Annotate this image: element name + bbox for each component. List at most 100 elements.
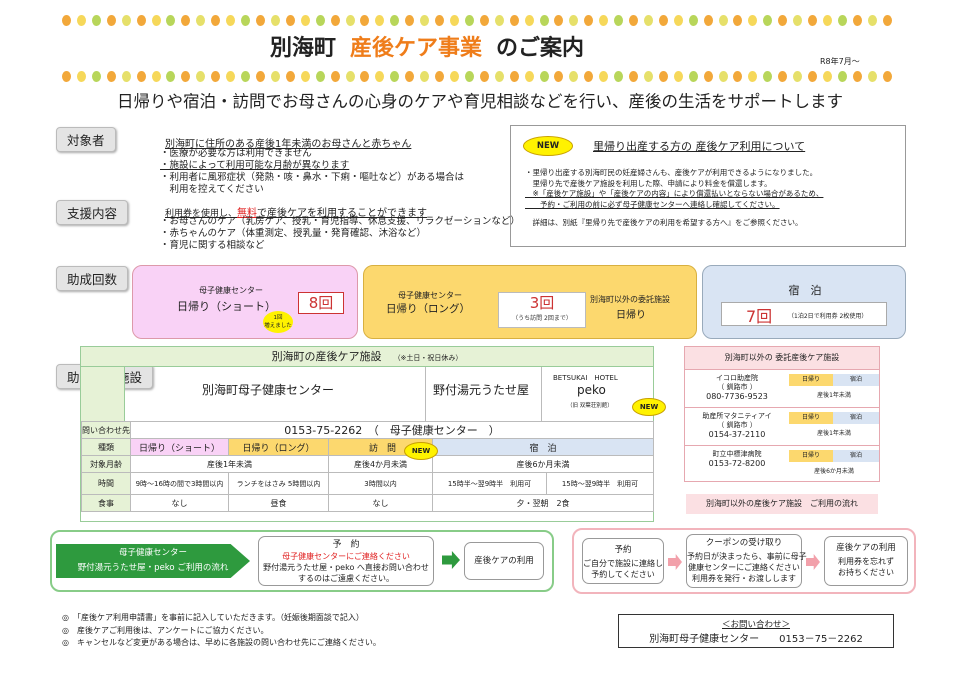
decor-dot: [629, 70, 639, 82]
decor-dot: [136, 70, 146, 82]
facilities-title-row: 別海町の産後ケア施設 （※土日・祝日休み）: [81, 347, 653, 367]
satogaeri-text: ・里帰り出産する別海町民の妊産婦さんも、産後ケアが利用できるようになりました。 …: [525, 168, 823, 229]
meal-label: 食事: [81, 494, 131, 512]
outside-facilities-table: 別海町以外の 委託産後ケア施設 イコロ助産院 （ 釧路市 ） 080-7736-…: [684, 346, 880, 482]
outside-facility-tel: 0154-37-2110: [708, 430, 766, 439]
outside-facility-info: 町立中標津病院 0153-72-8200: [685, 450, 789, 468]
outside-facility-name: 町立中標津病院: [712, 450, 762, 458]
outside-facility-note: 産後1年未満: [817, 430, 851, 437]
divider: [425, 367, 426, 421]
decor-dot: [76, 14, 86, 26]
decor-dot: [241, 70, 251, 82]
support-lead: 利用券を使用し、無料で産後ケアを利用することができます: [165, 204, 427, 219]
contact-value: 0153-75-2262 （ 母子健康センター ）: [130, 421, 654, 439]
long-count-box: 3回 （うち訪問 2回まで）: [498, 292, 586, 328]
decor-dot: [62, 70, 71, 82]
facility-hotel-label: BETSUKAI HOTEL: [553, 374, 618, 382]
support-list: ・お母さんのケア（乳房ケア、授乳・育児指導、休息支援、リラクゼーションなど） ・…: [160, 216, 520, 252]
decor-dot: [539, 70, 549, 82]
short-note: 1回: [273, 315, 283, 321]
decor-dot: [166, 14, 176, 26]
decor-dot: [823, 70, 833, 82]
decor-dot: [449, 14, 459, 26]
decor-dot: [554, 14, 564, 26]
contact-box: ＜お問い合わせ＞ 別海町母子健康センター 0153－75－2262: [618, 614, 894, 648]
target-item: 利用を控えてください: [160, 184, 264, 195]
decor-dot: [494, 70, 504, 82]
decor-dot: [509, 70, 519, 82]
satogaeri-line: 詳細は、別紙『里帰り先で産後ケアの利用を希望する方へ』をご参照ください。: [525, 218, 803, 227]
local-flow-box: 母子健康センター 野付湯元うたせ屋・peko ご利用の流れ 予 約 母子健康セン…: [50, 530, 554, 592]
short-stay-box: 母子健康センター 日帰り（ショート） 8回 1回 増えました: [132, 265, 358, 339]
contact-title: ＜お問い合わせ＞: [721, 620, 790, 630]
decor-dot: [688, 70, 698, 82]
decor-dot: [315, 14, 325, 26]
outside-facility-info: 助産所マタニティアイ （ 釧路市 ） 0154-37-2110: [685, 412, 789, 439]
peko-new-badge: NEW: [632, 398, 666, 416]
note-item: ◎ キャンセルなど変更がある場合は、早めに各施設の問い合わせ先にご連絡ください。: [62, 638, 381, 647]
decor-dot: [584, 70, 594, 82]
other-use-step: 産後ケアの利用 利用券を忘れず お持ちください: [824, 536, 908, 586]
decor-dot: [330, 14, 340, 26]
other-step2-line: 健康センターにご連絡ください: [688, 563, 800, 572]
outside-stay-label: 宿泊: [833, 412, 879, 424]
target-item: ・医療が必要な方は利用できません: [160, 148, 312, 159]
decor-dot: [196, 70, 206, 82]
decor-dot: [464, 70, 474, 82]
other-flow-box: 予約 ご自分で施設に連絡し 予約してください クーポンの受け取り 予約日が決まっ…: [572, 528, 916, 594]
facility-name-label-cell: [81, 367, 125, 421]
outside-facility-tel: 0153-72-8200: [708, 459, 766, 468]
outside-facility-name: イコロ助産院: [716, 374, 758, 382]
other-step1-line: 予約してください: [591, 570, 655, 579]
type-stay: 宿 泊: [432, 438, 654, 456]
short-center: 母子健康センター: [199, 286, 263, 295]
satogaeri-line: ・里帰り出産する別海町民の妊産婦さんも、産後ケアが利用できるようになりました。: [525, 168, 818, 177]
decor-dot: [808, 14, 818, 26]
decor-dot: [673, 14, 683, 26]
decor-dot: [673, 70, 683, 82]
support-item: ・赤ちゃんのケア（体重測定、授乳量・発育確認、沐浴など）: [160, 228, 427, 239]
time-stay-utase: 15時半～翌9時半 利用可: [432, 472, 547, 495]
decor-dot: [300, 14, 310, 26]
long-center: 母子健康センター: [398, 291, 462, 300]
facilities-title: 別海町の産後ケア施設: [271, 350, 382, 363]
type-short: 日帰り（ショート）: [130, 438, 229, 456]
decor-dot: [121, 14, 131, 26]
decor-dot: [688, 14, 698, 26]
facility-hotel-name: peko: [577, 383, 606, 397]
decor-dot: [226, 70, 236, 82]
target-item: ・施設によって利用可能な月齢が異なります: [160, 160, 350, 171]
decor-dot: [405, 70, 415, 82]
type-label: 種類: [81, 438, 131, 456]
outside-facility-row: 助産所マタニティアイ （ 釧路市 ） 0154-37-2110 日帰り 宿泊 産…: [685, 407, 879, 445]
satogaeri-line: ※「産後ケア施設」や「産後ケアの内容」により償還払いとならない場合があるため、: [525, 189, 824, 198]
bottom-dot-border: [62, 70, 892, 82]
time-short: 9時～16時の間で3時間以内: [130, 472, 229, 495]
local-step1-red: 母子健康センターにご連絡ください: [282, 552, 410, 561]
decor-dot: [793, 14, 803, 26]
decor-dot: [166, 70, 176, 82]
outside-facility-area: （ 釧路市 ）: [717, 421, 757, 429]
decor-dot: [718, 14, 728, 26]
outside-stay-label: 宿泊: [833, 374, 879, 386]
meal-long: 昼食: [228, 494, 329, 512]
decor-dot: [91, 70, 101, 82]
decor-dot: [255, 14, 265, 26]
decor-dot: [509, 14, 519, 26]
contact-label: 問い合わせ先: [81, 421, 131, 439]
decor-dot: [241, 14, 251, 26]
facilities-title-note: （※土日・祝日休み）: [393, 354, 463, 362]
date-note: R8年7月～: [820, 57, 860, 66]
decor-dot: [211, 70, 221, 82]
title-post: のご案内: [496, 36, 585, 61]
target-item: ・利用者に風邪症状（発熱・咳・鼻水・下痢・嘔吐など）がある場合は: [160, 172, 465, 183]
decor-dot: [569, 14, 579, 26]
support-lead-pre: 利用券を使用し、: [165, 209, 238, 219]
age-label: 対象月齢: [81, 455, 131, 473]
decor-dot: [270, 14, 280, 26]
local-reserve-step: 予 約 母子健康センターにご連絡ください 野付湯元うたせ屋・peko へ直接お問…: [258, 536, 434, 586]
outside-facility-info: イコロ助産院 （ 釧路市 ） 080-7736-9523: [685, 374, 789, 401]
decor-dot: [808, 70, 818, 82]
decor-dot: [151, 70, 161, 82]
top-dot-border: [62, 14, 892, 26]
